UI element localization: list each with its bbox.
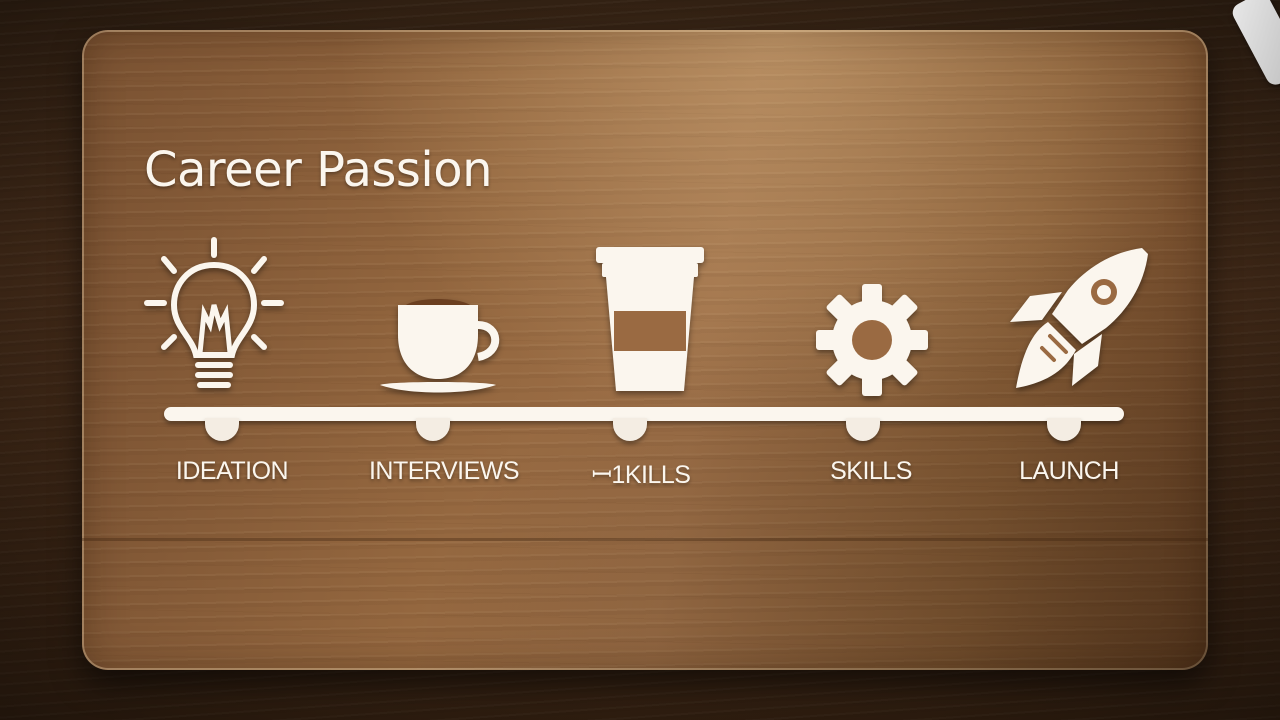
timeline-bar — [164, 407, 1124, 421]
stage-label-skills: SKILLS — [830, 457, 912, 485]
timeline-node-interviews — [416, 418, 450, 441]
coffee-cup-icon — [380, 299, 500, 393]
lightbulb-icon — [144, 237, 284, 388]
board-seam — [82, 538, 1208, 541]
stage-label-kills: ꟷ1KILLS — [591, 461, 691, 489]
timeline-node-launch — [1047, 418, 1081, 441]
stage-label-ideation: IDEATION — [175, 457, 289, 485]
timeline-node-skills — [846, 418, 880, 441]
gear-icon — [816, 284, 928, 396]
board-title: Career Passion — [144, 142, 493, 198]
timeline-node-kills — [613, 418, 647, 441]
stage-label-launch: LAUNCH — [1019, 457, 1119, 485]
wooden-board: Career Passion — [82, 30, 1208, 670]
rocket-icon — [1010, 248, 1148, 388]
stage-label-interviews: INTERVIEWS — [368, 457, 520, 485]
takeaway-cup-icon — [596, 247, 704, 391]
timeline-node-ideation — [205, 418, 239, 441]
